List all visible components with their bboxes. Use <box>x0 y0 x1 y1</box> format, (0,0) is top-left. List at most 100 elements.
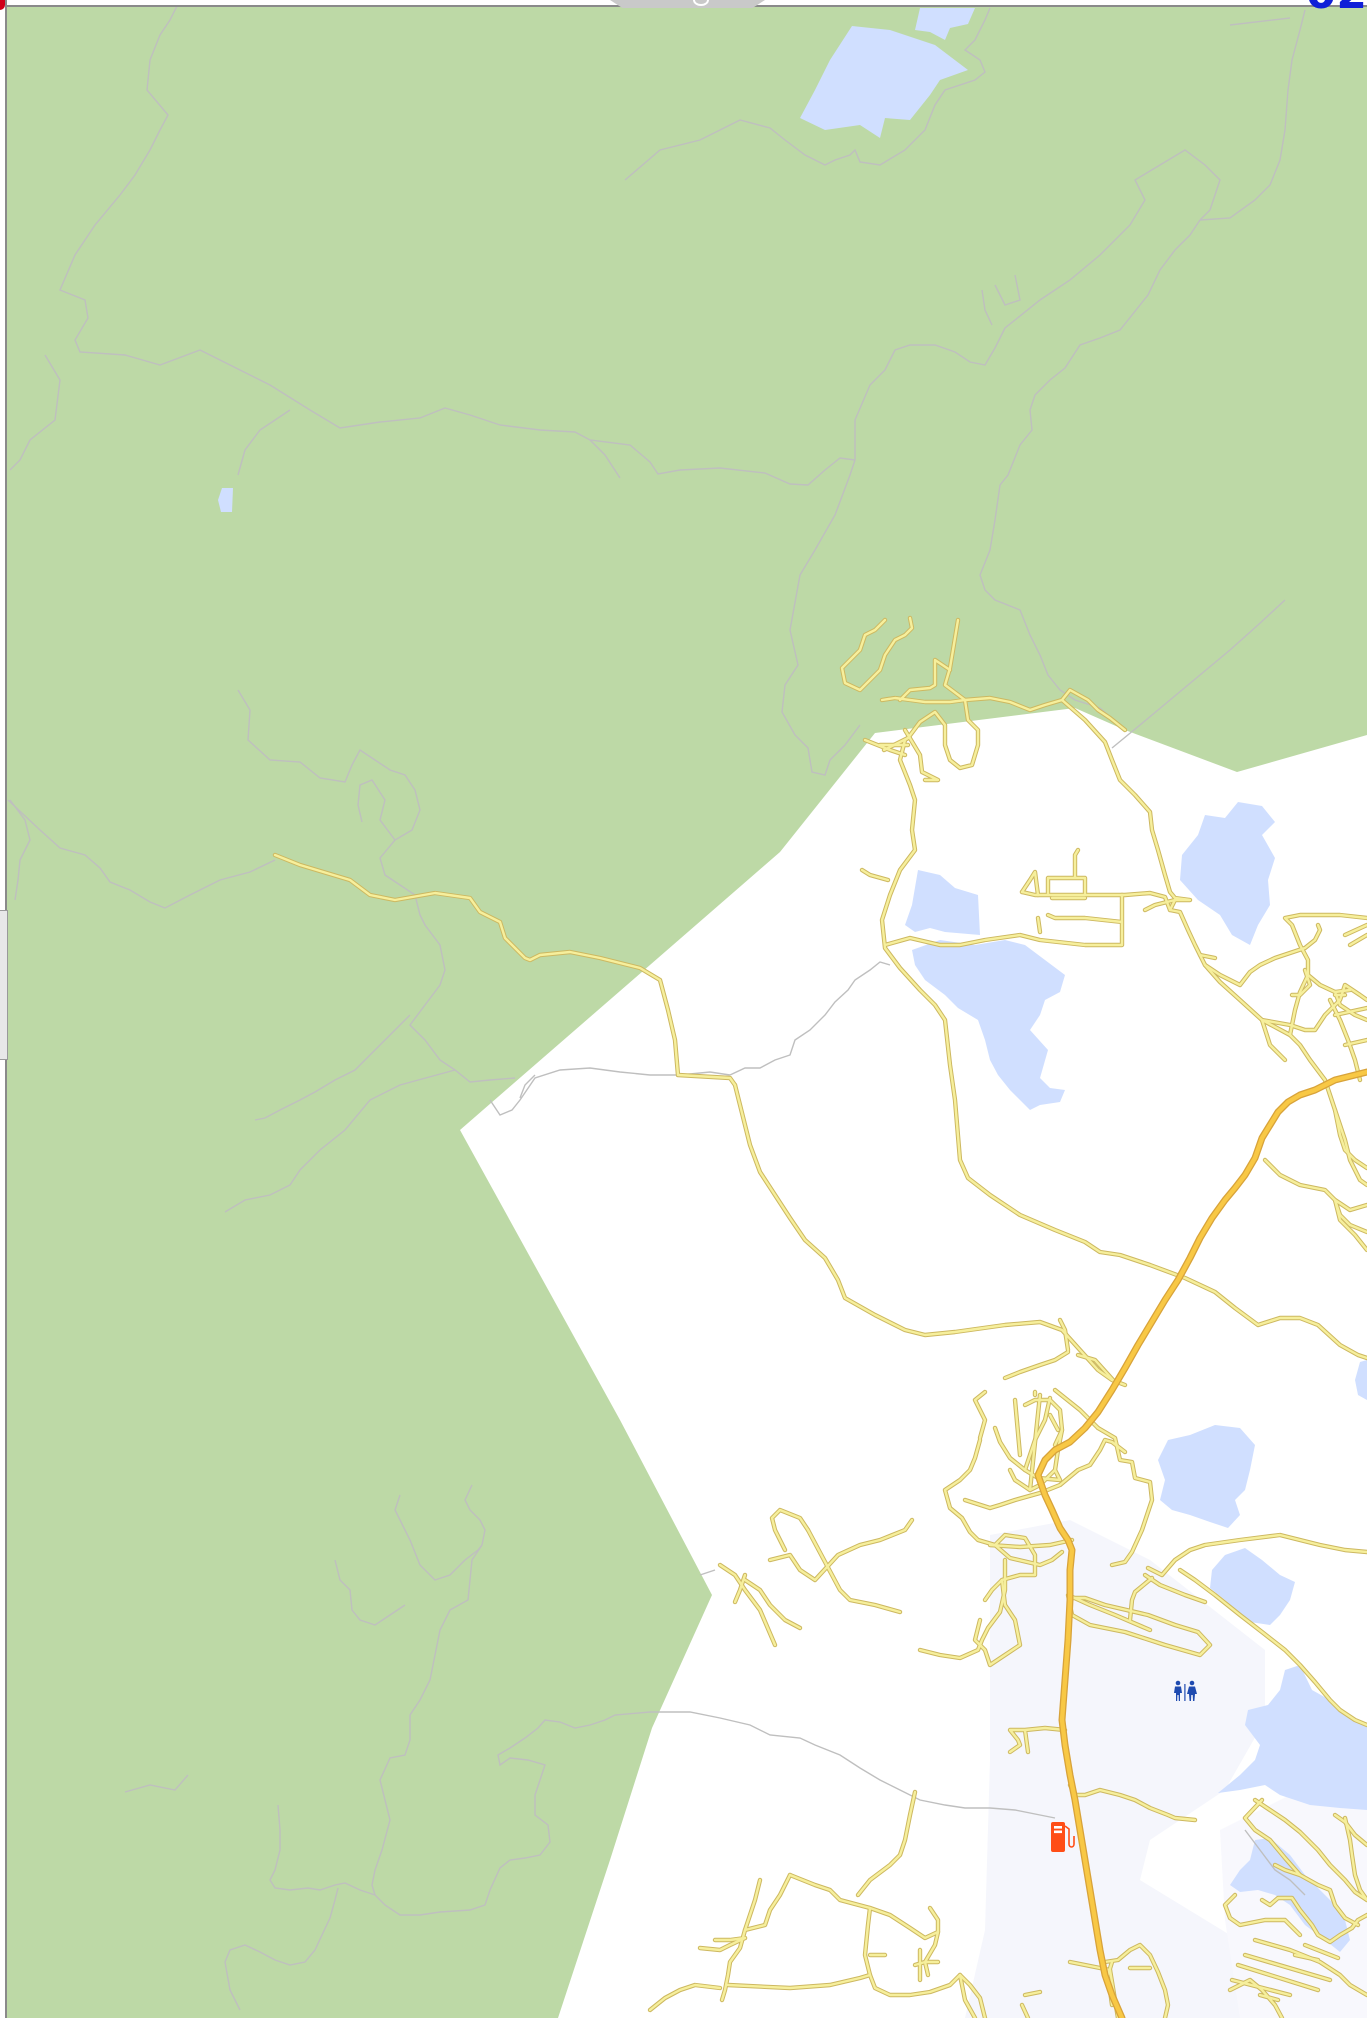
minor-road-2 <box>733 1083 1127 1387</box>
primary-road <box>1034 1068 1367 2018</box>
lake-central-2 <box>912 940 1065 1110</box>
minor-road-23 <box>1260 1018 1367 1170</box>
minor-road-25 <box>1333 1198 1367 1252</box>
minor-road-12 <box>1020 890 1172 912</box>
minor-road-46 <box>806 1528 902 1614</box>
minor-road-10 <box>1060 698 1367 1187</box>
minor-road-36 <box>973 1390 987 1440</box>
minor-road-1 <box>273 853 737 1087</box>
minor-road-63 <box>726 1973 872 1990</box>
minor-road-34 <box>1096 1426 1154 1567</box>
urban-area <box>965 1520 1265 2018</box>
path-30 <box>650 1711 1056 1819</box>
path-24 <box>371 1544 483 1896</box>
toilets-icon[interactable] <box>1170 1680 1200 1702</box>
path-29 <box>124 1774 189 1793</box>
minor-road-45 <box>743 1578 802 1630</box>
minor-road-41 <box>768 1518 914 1582</box>
lake-east-edge <box>1355 1360 1367 1400</box>
minor-road-76 <box>1273 1863 1360 1927</box>
minor-road-64 <box>713 1936 747 1942</box>
red-corner-marker <box>0 0 5 10</box>
minor-road-47 <box>1003 1350 1070 1380</box>
minor-road-62 <box>913 1930 940 1982</box>
path-5 <box>781 459 861 776</box>
minor-road-77 <box>1243 1798 1302 1877</box>
fuel-station-icon[interactable] <box>1050 1820 1076 1854</box>
minor-road-72 <box>1253 1938 1367 1997</box>
minor-road-26 <box>1076 1353 1115 1382</box>
path-2 <box>9 354 61 471</box>
path-22 <box>394 1494 483 1581</box>
minor-road-5 <box>898 658 952 702</box>
minor-road-56 <box>1068 1783 1197 1822</box>
minor-road-9 <box>1060 688 1127 732</box>
minor-road-13 <box>1020 870 1040 897</box>
minor-road-14 <box>883 893 1124 947</box>
minor-road-50 <box>1066 1593 1212 1657</box>
minor-road-6 <box>880 696 1064 712</box>
minor-road-19 <box>1260 983 1367 1032</box>
path-12 <box>981 289 993 326</box>
minor-road-48 <box>988 1538 1074 1549</box>
path-18 <box>224 1069 456 1213</box>
minor-road-49 <box>918 1558 1007 1660</box>
corner-badge: 02 <box>1287 0 1367 10</box>
minor-road-75 <box>1223 1893 1302 1937</box>
path-7 <box>1199 9 1306 221</box>
path-9 <box>624 7 991 181</box>
lake-east-1 <box>1180 802 1275 945</box>
minor-road-55 <box>1008 1726 1067 1754</box>
minor-road-69 <box>1103 1943 1170 2018</box>
path-27 <box>269 1804 376 1896</box>
water-bodies <box>218 8 1367 1952</box>
minor-road-80 <box>1333 1813 1367 1847</box>
minor-road-8 <box>860 728 940 882</box>
path-3 <box>237 409 291 476</box>
path-11 <box>994 274 1021 306</box>
minor-road-78 <box>1343 1816 1367 1902</box>
path-15 <box>357 779 396 841</box>
river-southeast <box>1230 1838 1350 1952</box>
minor-road-27 <box>1058 1318 1070 1352</box>
minor-road-42 <box>770 1508 810 1552</box>
path-6 <box>854 149 1221 460</box>
left-side-panel-tab[interactable] <box>0 910 8 1060</box>
minor-road-65 <box>698 1936 887 1957</box>
top-drag-handle[interactable] <box>610 0 765 8</box>
minor-road-44 <box>718 1563 777 1647</box>
minor-road-29 <box>1033 1390 1060 1432</box>
path-8 <box>979 219 1201 731</box>
minor-road-15 <box>1036 896 1087 934</box>
pond-west <box>218 488 233 512</box>
lake-central-1 <box>905 870 980 935</box>
minor-road-52 <box>1143 1573 1207 1604</box>
fuel-station-icon-glyph <box>1051 1822 1075 1852</box>
path-25 <box>334 1559 406 1626</box>
path-1 <box>59 0 856 486</box>
minor-road-58 <box>788 1873 940 1940</box>
minor-road-43 <box>733 1573 747 1604</box>
path-31 <box>519 1074 536 1099</box>
minor-road-11 <box>1143 898 1177 912</box>
minor-road-38 <box>963 1438 1127 1510</box>
minor-road-16 <box>1046 848 1087 895</box>
minor-road-39 <box>983 1533 1037 1602</box>
path-26 <box>374 1711 651 1916</box>
toilets-icon-glyph <box>1174 1680 1197 1701</box>
minor-road-67 <box>958 1973 977 2018</box>
minor-road-60 <box>743 1878 762 1932</box>
minor-road-18 <box>1283 913 1367 977</box>
minor-road-61 <box>863 1906 987 2018</box>
minor-road-79 <box>1253 1798 1367 1902</box>
minor-road-20 <box>1288 973 1367 1037</box>
minor-road-54 <box>1178 1568 1367 1727</box>
path-33 <box>699 1569 716 1576</box>
minor-road-57 <box>856 1790 917 1897</box>
path-10 <box>1229 17 1291 26</box>
path-16 <box>9 799 31 901</box>
lake-north-small <box>915 8 975 40</box>
